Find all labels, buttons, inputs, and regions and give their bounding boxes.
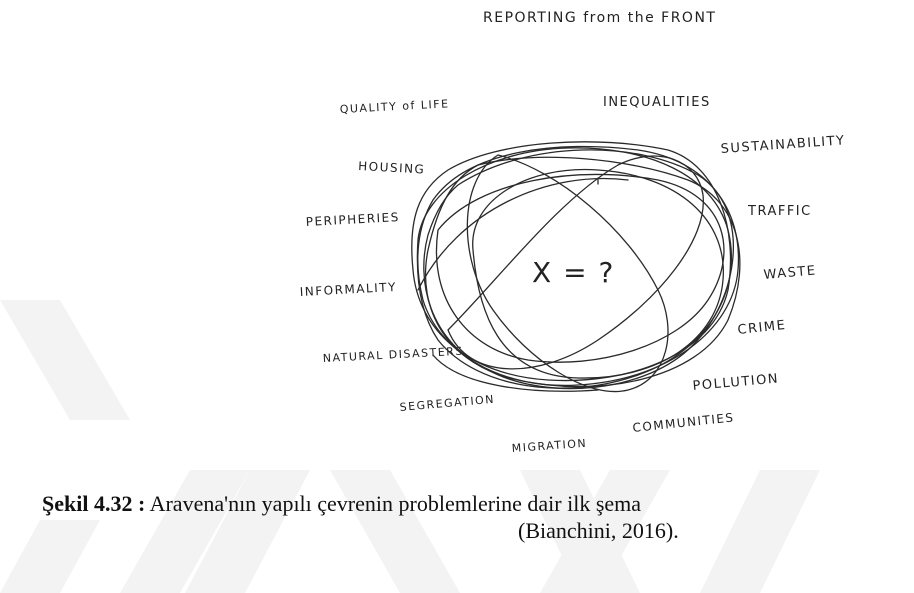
label-inequalities: INEQUALITIES [603, 95, 711, 110]
label-quality-of-life: QUALITY of LIFE [339, 97, 449, 116]
label-communities: COMMUNITIES [632, 410, 735, 435]
label-migration: MIGRATION [511, 437, 587, 455]
label-crime: CRIME [737, 318, 787, 338]
label-waste: WASTE [763, 263, 817, 283]
caption-label: Şekil 4.32 : [42, 491, 146, 516]
label-traffic: TRAFFIC [747, 204, 812, 219]
caption-text: Aravena'nın yapılı çevrenin problemlerin… [149, 491, 642, 516]
sketch-drawing: REPORTING from the FRONT QUALITY of LIFE… [299, 10, 846, 455]
label-pollution: POLLUTION [692, 371, 780, 393]
sketch-heading: REPORTING from the FRONT [483, 10, 716, 26]
label-housing: HOUSING [358, 159, 426, 176]
label-natural-disasters: NATURAL DISASTERS [322, 345, 464, 365]
label-sustainability: SUSTAINABILITY [720, 133, 846, 157]
caption-line-1: Şekil 4.32 : Aravena'nın yapılı çevrenin… [42, 490, 641, 517]
label-segregation: SEGREGATION [399, 393, 495, 414]
caption-source: (Bianchini, 2016). [518, 518, 679, 543]
scribble-loops [411, 141, 741, 393]
label-informality: INFORMALITY [299, 280, 397, 299]
sketch-image: REPORTING from the FRONT QUALITY of LIFE… [298, 0, 914, 470]
center-formula: X = ? [532, 256, 615, 289]
label-peripheries: PERIPHERIES [305, 210, 400, 229]
